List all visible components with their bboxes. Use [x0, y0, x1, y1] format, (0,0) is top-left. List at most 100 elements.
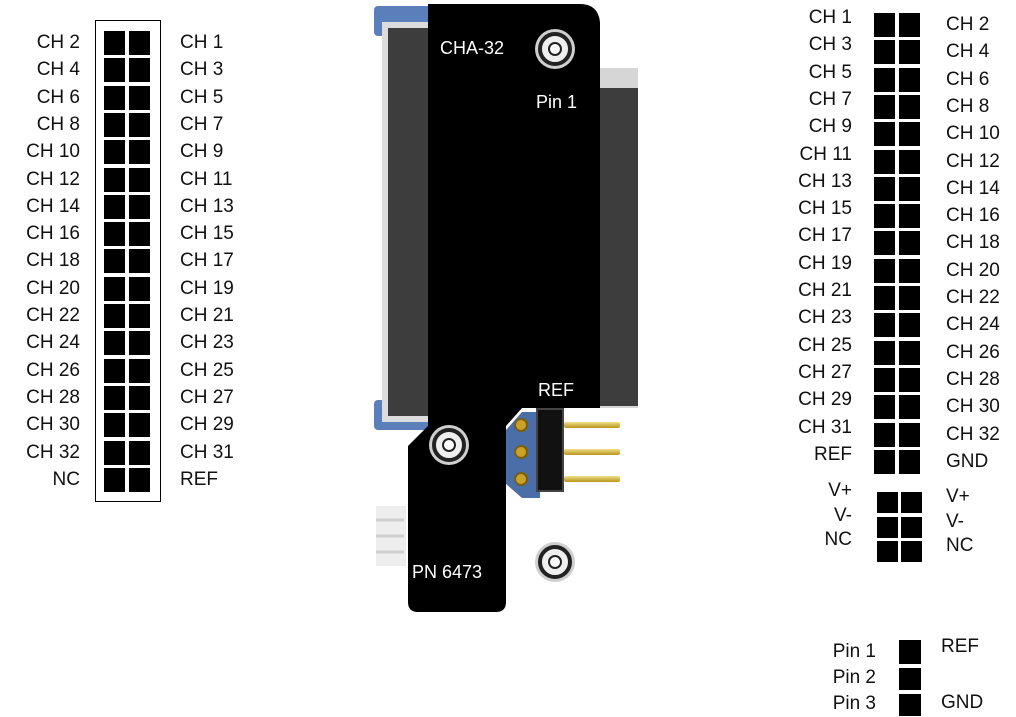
right-connector-pin-even [899, 286, 920, 310]
left-connector-label-right: CH 11 [180, 168, 233, 190]
right-connector-label-right: CH 16 [946, 205, 1000, 227]
left-connector-pin-even [104, 304, 125, 328]
power-pin-left [877, 541, 898, 562]
jumper-lead-1 [564, 422, 620, 428]
left-connector-pin-odd [129, 304, 150, 328]
right-connector-pin-odd [874, 40, 895, 65]
left-connector-pin-even [104, 440, 125, 465]
left-connector-pin-even [104, 194, 125, 219]
right-connector-pin-odd [874, 13, 895, 37]
right-connector-pin-odd [874, 449, 895, 474]
right-connector-pin-even [899, 122, 920, 147]
left-connector-pin-even [104, 358, 125, 383]
left-connector-label-left: CH 10 [26, 141, 80, 163]
right-connector-label-right: CH 32 [946, 423, 1000, 445]
left-connector-pin-odd [129, 140, 150, 165]
left-connector-pin-odd [129, 440, 150, 465]
left-connector-label-right: CH 7 [180, 113, 224, 135]
left-connector-label-left: CH 18 [26, 250, 80, 272]
right-connector-pin-even [899, 94, 920, 119]
left-connector-label-left: CH 8 [36, 113, 80, 135]
left-connector-label-left: CH 28 [26, 386, 80, 408]
power-label-left: NC [824, 529, 852, 550]
right-connector-label-right: CH 2 [946, 14, 990, 35]
left-connector-label-right: CH 5 [180, 86, 224, 108]
power-pin-right [901, 516, 922, 538]
left-connector-pin-even [104, 467, 125, 492]
right-connector-label-left: CH 19 [798, 252, 852, 274]
right-connector-pin-even [899, 13, 920, 37]
right-connector-label-left: CH 17 [798, 225, 852, 247]
right-connector-pin-even [899, 340, 920, 365]
left-connector-pin-odd [129, 331, 150, 356]
board-graphic [374, 4, 638, 612]
connector-body-right [598, 88, 638, 406]
left-connector-label-left: CH 24 [26, 332, 80, 354]
left-connector-pin-odd [129, 85, 150, 110]
right-connector-label-left: CH 9 [808, 116, 852, 138]
left-connector-label-left: CH 32 [26, 441, 80, 463]
board-illustration: CHA-32 Pin 1 REF GND PN 6473 [370, 0, 650, 620]
right-connector-label-left: CH 13 [798, 170, 852, 192]
left-connector-pin-even [104, 140, 125, 165]
right-connector-pin-odd [874, 67, 895, 92]
left-connector-pin-even [104, 413, 125, 438]
right-connector-pin-even [899, 40, 920, 65]
right-connector-pin-odd [874, 149, 895, 174]
right-connector-label-left: CH 21 [798, 280, 852, 301]
left-connector-pin-odd [129, 31, 150, 55]
left-connector-label-left: CH 22 [26, 305, 80, 326]
left-connector-label-right: CH 13 [180, 195, 234, 217]
left-connector-label-right: CH 19 [180, 277, 234, 299]
jumper-lead-2 [564, 449, 620, 455]
left-connector-pin-even [104, 222, 125, 247]
left-connector-pin-odd [129, 167, 150, 192]
left-connector-pin-odd [129, 222, 150, 247]
right-connector-label-right: CH 26 [946, 341, 1000, 363]
left-connector-label-right: CH 1 [180, 32, 224, 53]
jumper-pin-2-pad [514, 445, 528, 459]
connector-body-left [388, 28, 434, 416]
left-connector-pin-odd [129, 276, 150, 301]
right-connector-label-left: CH 15 [798, 198, 852, 220]
right-connector-label-right: CH 22 [946, 287, 1000, 308]
power-pin-right [901, 492, 922, 513]
left-connector-label-right: CH 17 [180, 250, 234, 272]
right-connector-pin-even [899, 67, 920, 92]
right-connector-pin-odd [874, 122, 895, 147]
mounting-hole-bottom [538, 545, 572, 579]
left-connector-pin-even [104, 112, 125, 137]
mounting-hole-middle [432, 428, 466, 462]
right-connector-pin-odd [874, 422, 895, 447]
left-connector-label-right: CH 9 [180, 141, 224, 163]
jumper-lead-3 [564, 476, 620, 482]
right-connector-pin-odd [874, 286, 895, 310]
right-connector-pin-even [899, 204, 920, 229]
left-connector-pin-odd [129, 112, 150, 137]
right-connector-pin-even [899, 367, 920, 392]
left-connector-label-left: CH 16 [26, 223, 80, 245]
left-connector-label-left: CH 2 [36, 32, 80, 53]
left-connector-pin-odd [129, 58, 150, 83]
right-connector-label-left: CH 29 [798, 389, 852, 411]
left-connector-label-right: CH 25 [180, 359, 234, 381]
left-connector-label-left: CH 20 [26, 277, 80, 299]
left-connector-pin-odd [129, 249, 150, 274]
left-connector-pin-odd [129, 385, 150, 410]
right-connector-label-right: CH 8 [946, 95, 990, 117]
board-pin1-label: Pin 1 [536, 92, 578, 112]
right-connector-label-right: CH 12 [946, 150, 1000, 172]
right-connector-label-right: CH 30 [946, 396, 1000, 418]
board-gnd-label: GND [538, 510, 578, 530]
right-connector-label-left: CH 3 [808, 34, 852, 56]
power-label-right: V+ [946, 486, 970, 507]
left-connector-label-right: CH 15 [180, 223, 234, 245]
left-connector-pin-even [104, 331, 125, 356]
left-connector-label-left: CH 26 [26, 359, 80, 381]
right-connector-pin-even [899, 258, 920, 283]
right-connector-label-right: GND [946, 450, 989, 472]
left-connector-label-left: CH 12 [26, 168, 80, 190]
jumper-pin-1-pad [514, 418, 528, 432]
right-connector-pin-even [899, 231, 920, 256]
right-connector-label-left: REF [814, 443, 852, 465]
